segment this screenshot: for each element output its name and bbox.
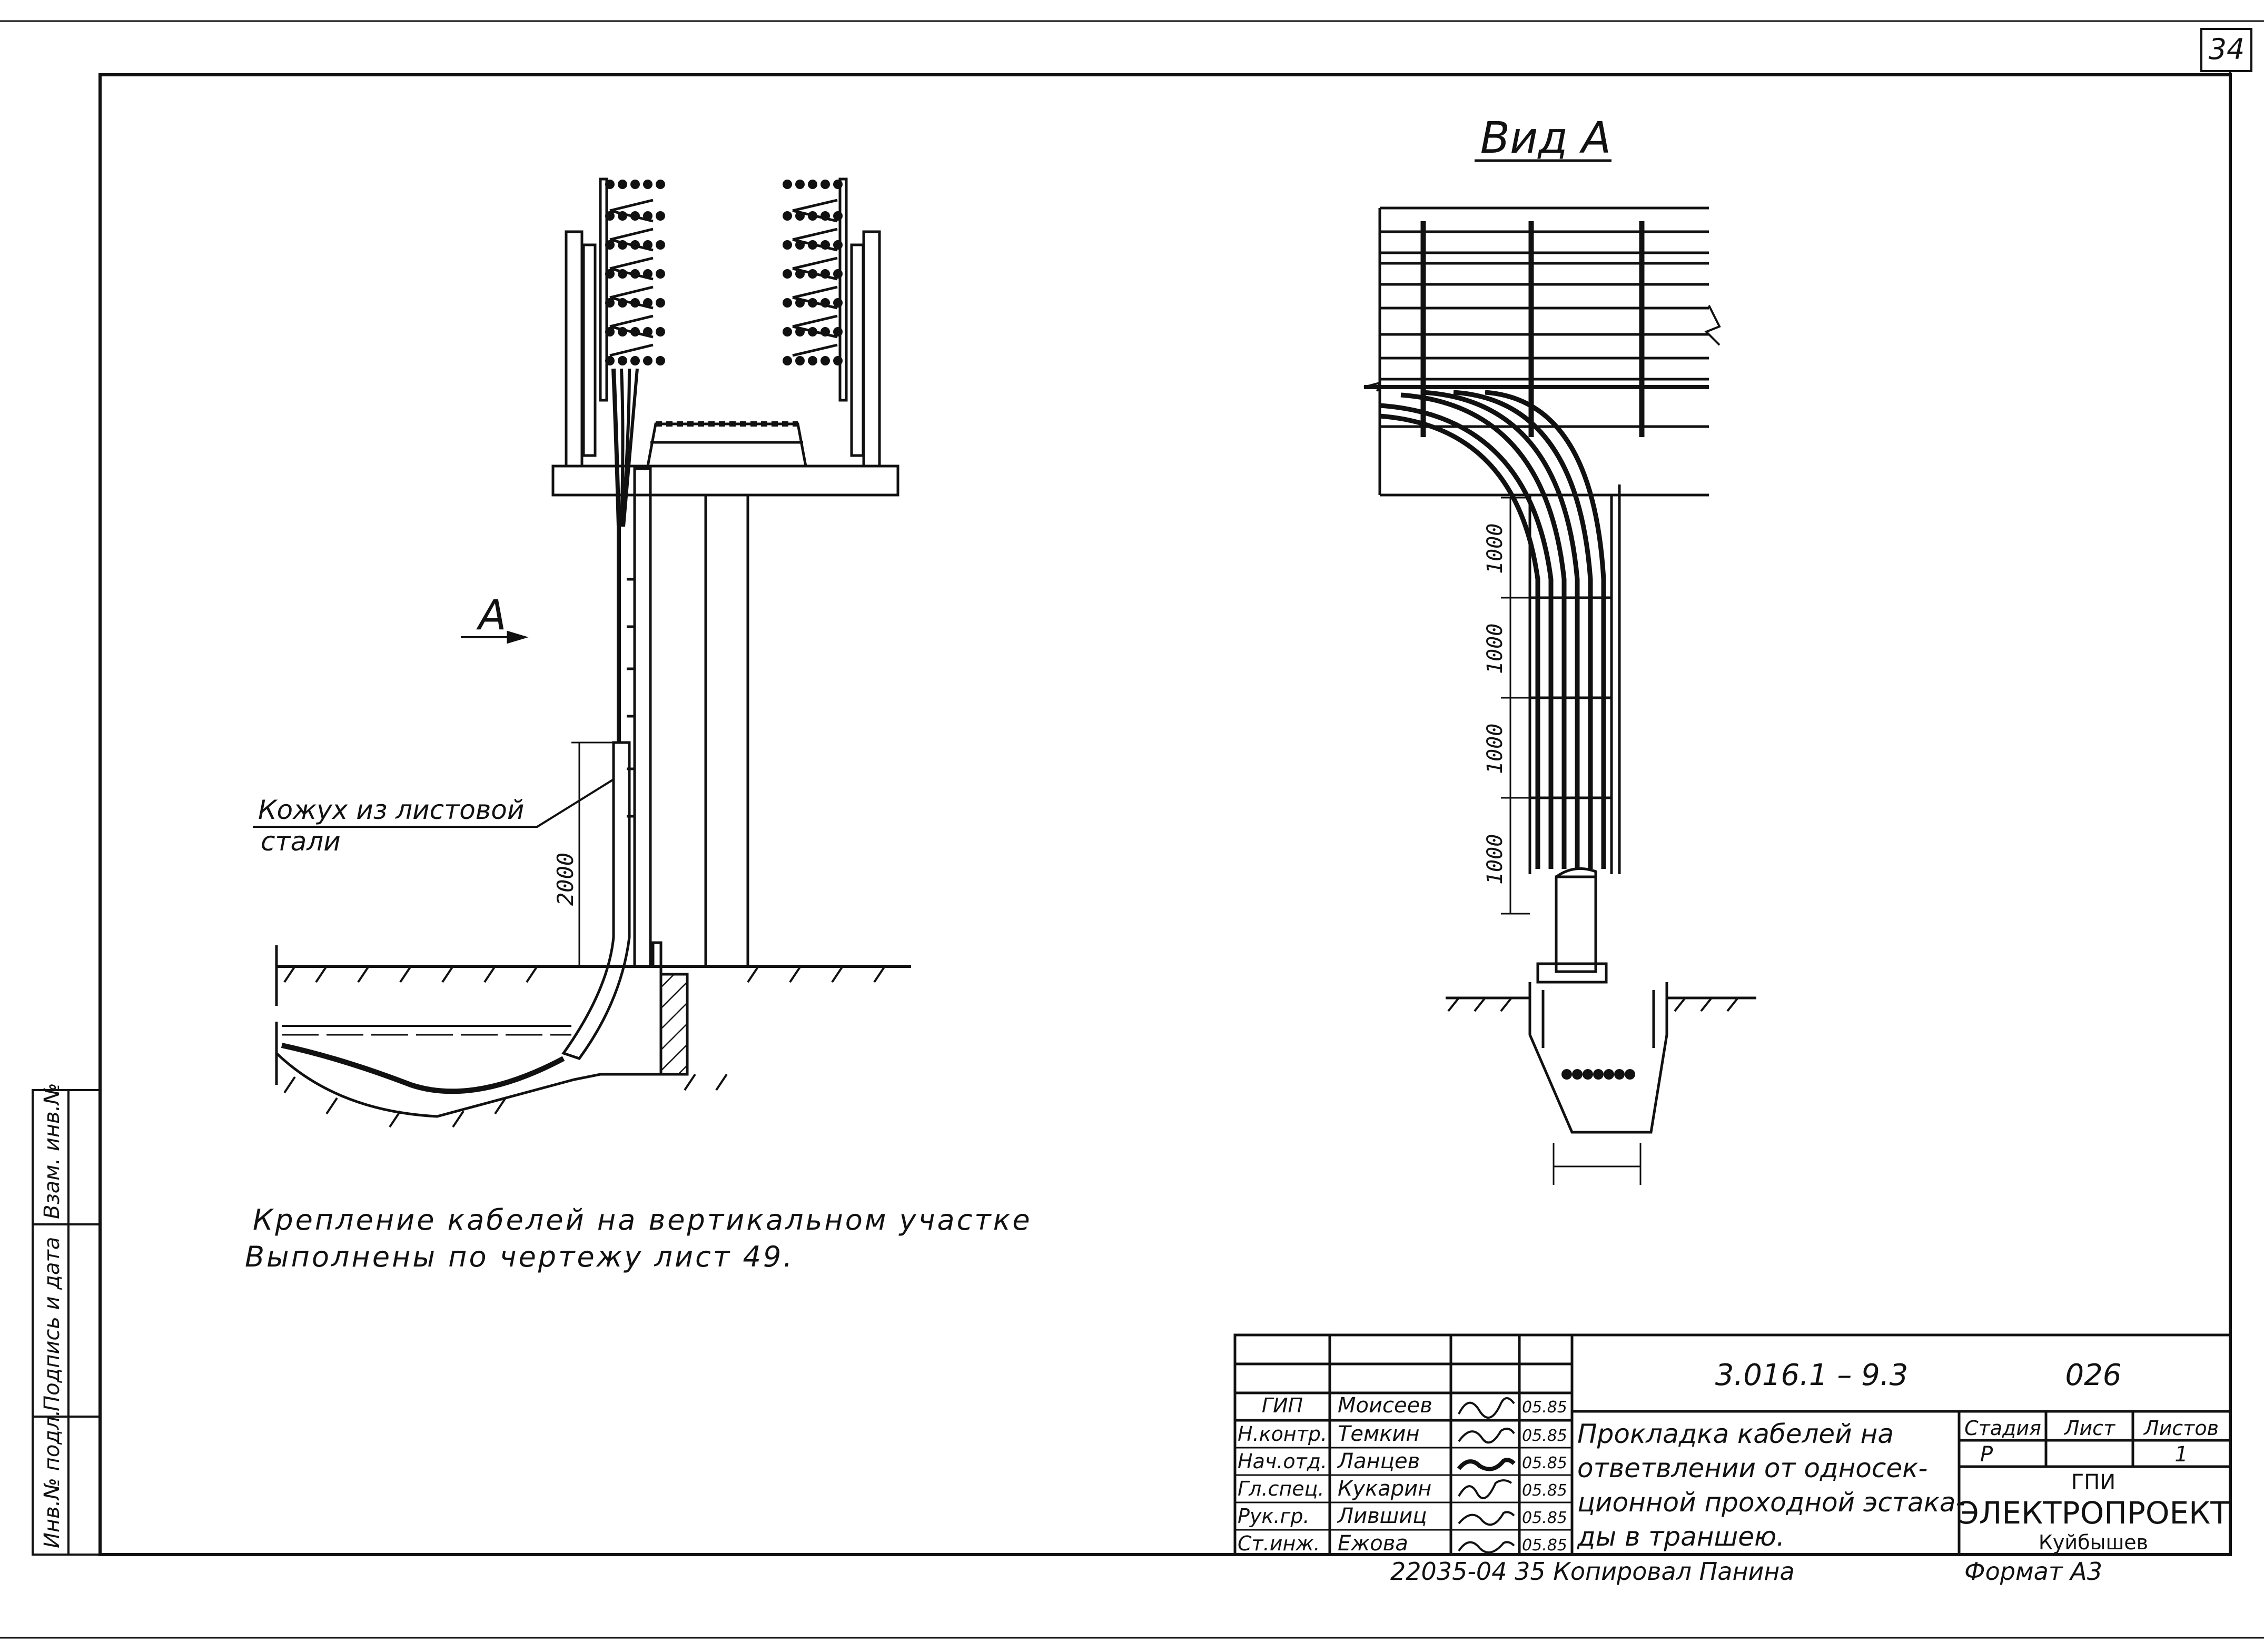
note-line2: Выполнены по чертежу лист 49. <box>245 1240 794 1273</box>
title-block <box>1233 1333 2232 1556</box>
casing-label-line2: стали <box>261 826 341 857</box>
row-name: Темкин <box>1338 1422 1420 1446</box>
sheet-frame <box>0 20 2264 1639</box>
view-a-cable-ends <box>1561 1069 1635 1080</box>
dimension-1000-4: 1000 <box>1483 834 1507 885</box>
value-sheets: 1 <box>2174 1442 2188 1467</box>
row-name: Моисеев <box>1338 1393 1432 1418</box>
header-sheet: Лист <box>2063 1417 2116 1440</box>
title-line4: ды в траншею. <box>1577 1521 1785 1552</box>
dimension-1000-3: 1000 <box>1483 724 1507 774</box>
org-line1: ГПИ <box>2071 1470 2115 1495</box>
title-line3: ционной проходной эстака- <box>1577 1487 1965 1518</box>
row-role: Гл.спец. <box>1238 1477 1324 1500</box>
org-line3: Куйбышев <box>2039 1531 2148 1554</box>
dimension-2000: 2000 <box>552 853 578 906</box>
stamp-inv-number: Инв.№ подл. <box>40 1410 64 1548</box>
drawing-designation: 3.016.1 – 9.3 <box>1715 1358 1908 1392</box>
row-role: Нач.отд. <box>1238 1450 1327 1473</box>
side-stamp <box>32 1089 101 1556</box>
row-date: 05.85 <box>1522 1536 1567 1555</box>
row-date: 05.85 <box>1522 1481 1567 1500</box>
row-role: Ст.инж. <box>1238 1532 1320 1555</box>
sheet-number: 34 <box>2209 33 2245 66</box>
row-date: 05.85 <box>1522 1454 1567 1472</box>
org-line2: ЭЛЕКТРОПРОЕКТ <box>1957 1495 2229 1531</box>
row-name: Лившиц <box>1337 1504 1427 1528</box>
row-role: Рук.гр. <box>1238 1505 1310 1528</box>
view-a <box>1363 206 1756 1185</box>
row-name: Кукарин <box>1338 1477 1431 1501</box>
signatures <box>1457 1397 1516 1554</box>
header-stage: Стадия <box>1964 1417 2041 1440</box>
copy-info: 22035-04 35 Копировал Панина <box>1390 1557 1795 1586</box>
value-stage: Р <box>1980 1442 1993 1467</box>
row-name: Ланцев <box>1337 1449 1420 1473</box>
stamp-signature-date: Подпись и дата <box>40 1237 64 1411</box>
row-date: 05.85 <box>1522 1398 1567 1417</box>
row-role: Н.контр. <box>1238 1422 1327 1446</box>
format-label: Формат А3 <box>1964 1557 2102 1586</box>
note-line1: Крепление кабелей на вертикальном участк… <box>253 1203 1032 1236</box>
view-a-title: Вид А <box>1480 113 1611 163</box>
row-name: Ежова <box>1338 1531 1408 1556</box>
trestle-section <box>253 177 911 1128</box>
drawing-code: 026 <box>2065 1358 2122 1392</box>
dimension-1000-2: 1000 <box>1483 624 1507 674</box>
row-date: 05.85 <box>1522 1427 1567 1445</box>
section-marker-a: А <box>476 592 506 639</box>
title-line2: ответвлении от односек- <box>1577 1453 1927 1483</box>
row-role: ГИП <box>1262 1394 1303 1417</box>
signature-rows: ГИП Моисеев 05.85 Н.контр. Темкин 05.85 … <box>1238 1393 1567 1556</box>
casing-label-line1: Кожух из листовой <box>258 795 524 825</box>
stamp-replace-inv: Взам. инв.№ <box>40 1083 64 1219</box>
dimension-1000-1: 1000 <box>1483 523 1507 574</box>
row-date: 05.85 <box>1522 1509 1567 1527</box>
header-sheets: Листов <box>2143 1417 2219 1440</box>
title-line1: Прокладка кабелей на <box>1577 1419 1894 1449</box>
